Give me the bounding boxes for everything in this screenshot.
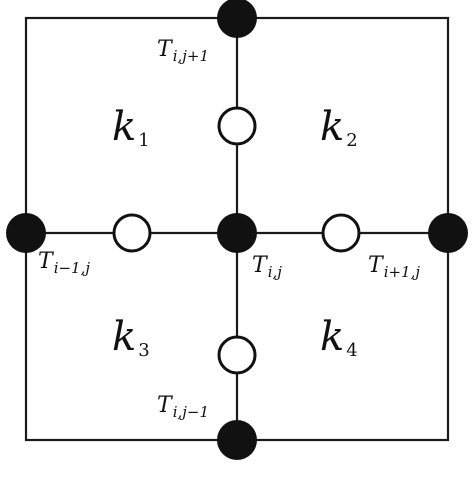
filled-node-left	[6, 213, 46, 253]
node-label-bottom: Ti,j−1	[157, 393, 209, 421]
filled-node-bottom	[217, 420, 257, 460]
filled-node-center	[217, 213, 257, 253]
node-label-left: Ti−1,j	[38, 249, 90, 277]
open-node-left	[112, 213, 152, 253]
node-label-right: Ti+1,j	[368, 253, 420, 281]
node-label-top: Ti,j+1	[157, 37, 209, 65]
node-label-center: Ti,j	[252, 253, 282, 281]
open-node-top	[217, 106, 257, 146]
open-node-right	[321, 213, 361, 253]
open-node-bottom	[217, 335, 257, 375]
filled-node-right	[428, 213, 468, 253]
filled-node-top	[217, 0, 257, 38]
